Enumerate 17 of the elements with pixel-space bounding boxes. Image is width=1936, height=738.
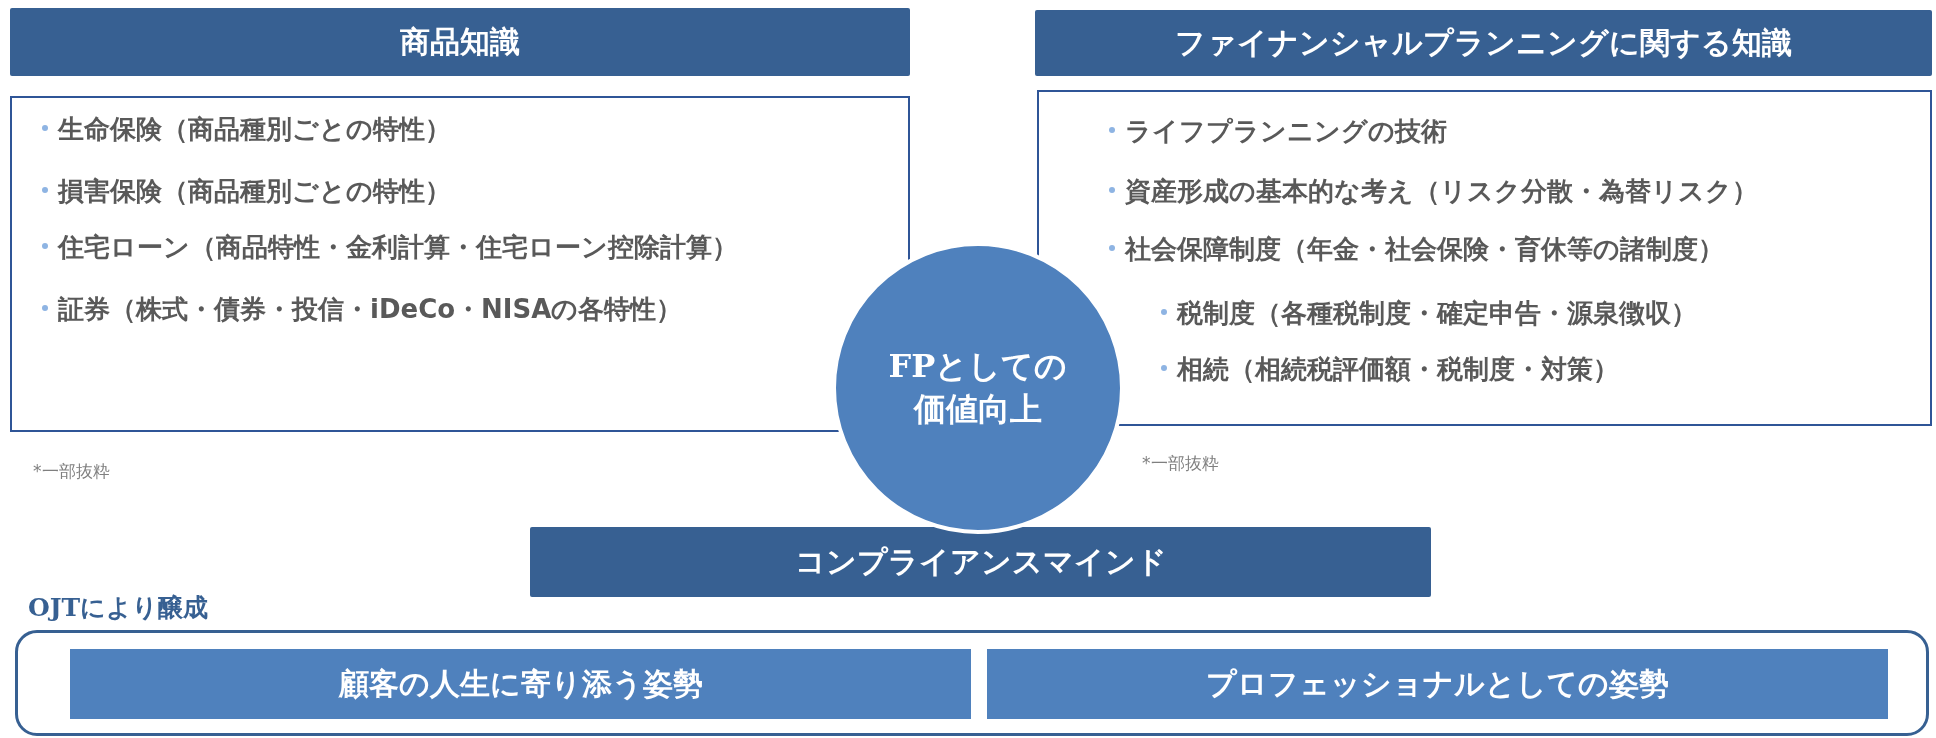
list-item: 相続（相続税評価額・税制度・対策） [1177,354,1619,384]
attitude-bar: 顧客の人生に寄り添う姿勢 [70,649,971,719]
header-bar: ファイナンシャルプランニングに関する知識 [1035,10,1932,76]
list-item: 税制度（各種税制度・確定申告・源泉徴収） [1177,298,1697,328]
list-item: 資産形成の基本的な考え（リスク分散・為替リスク） [1125,176,1758,206]
list-item: 証券（株式・債券・投信・iDeCo・NISAの各特性） [58,294,683,324]
list-item: 社会保障制度（年金・社会保険・育休等の諸制度） [1125,234,1724,264]
list-item: 住宅ローン（商品特性・金利計算・住宅ローン控除計算） [58,232,738,262]
attitude-bar: プロフェッショナルとしての姿勢 [987,649,1888,719]
list-item: 生命保険（商品種別ごとの特性） [58,114,451,144]
header-bar: コンプライアンスマインド [530,527,1431,597]
header-bar: 商品知識 [10,8,910,76]
list-item: 損害保険（商品種別ごとの特性） [58,176,451,206]
footnote: *一部抜粋 [33,460,110,483]
footnote: *一部抜粋 [1142,452,1219,475]
list-item: ライフプランニングの技術 [1125,116,1447,146]
group-heading: OJTにより醸成 [28,592,209,624]
